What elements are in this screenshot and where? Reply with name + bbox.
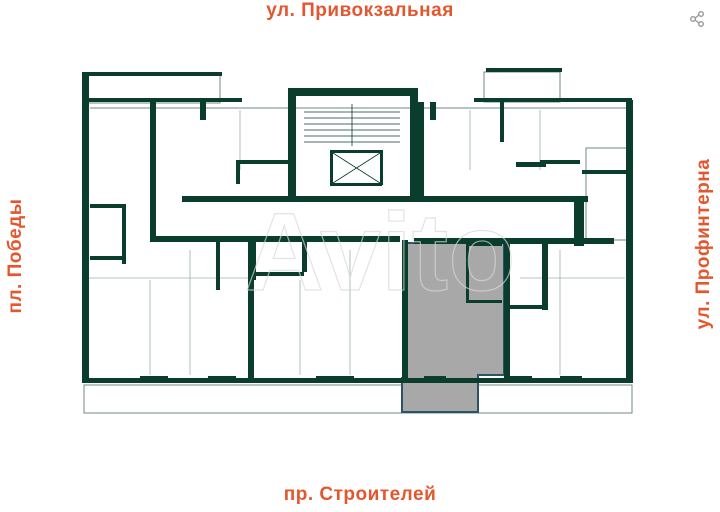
street-label-top: ул. Привокзальная [266,0,454,21]
elevator [332,152,381,184]
walls [82,68,633,383]
room-partitions [85,110,625,375]
share-icon[interactable] [688,10,706,28]
street-label-bottom: пр. Строителей [283,484,437,505]
watermark: Avito [245,191,516,314]
staircase [304,104,400,146]
